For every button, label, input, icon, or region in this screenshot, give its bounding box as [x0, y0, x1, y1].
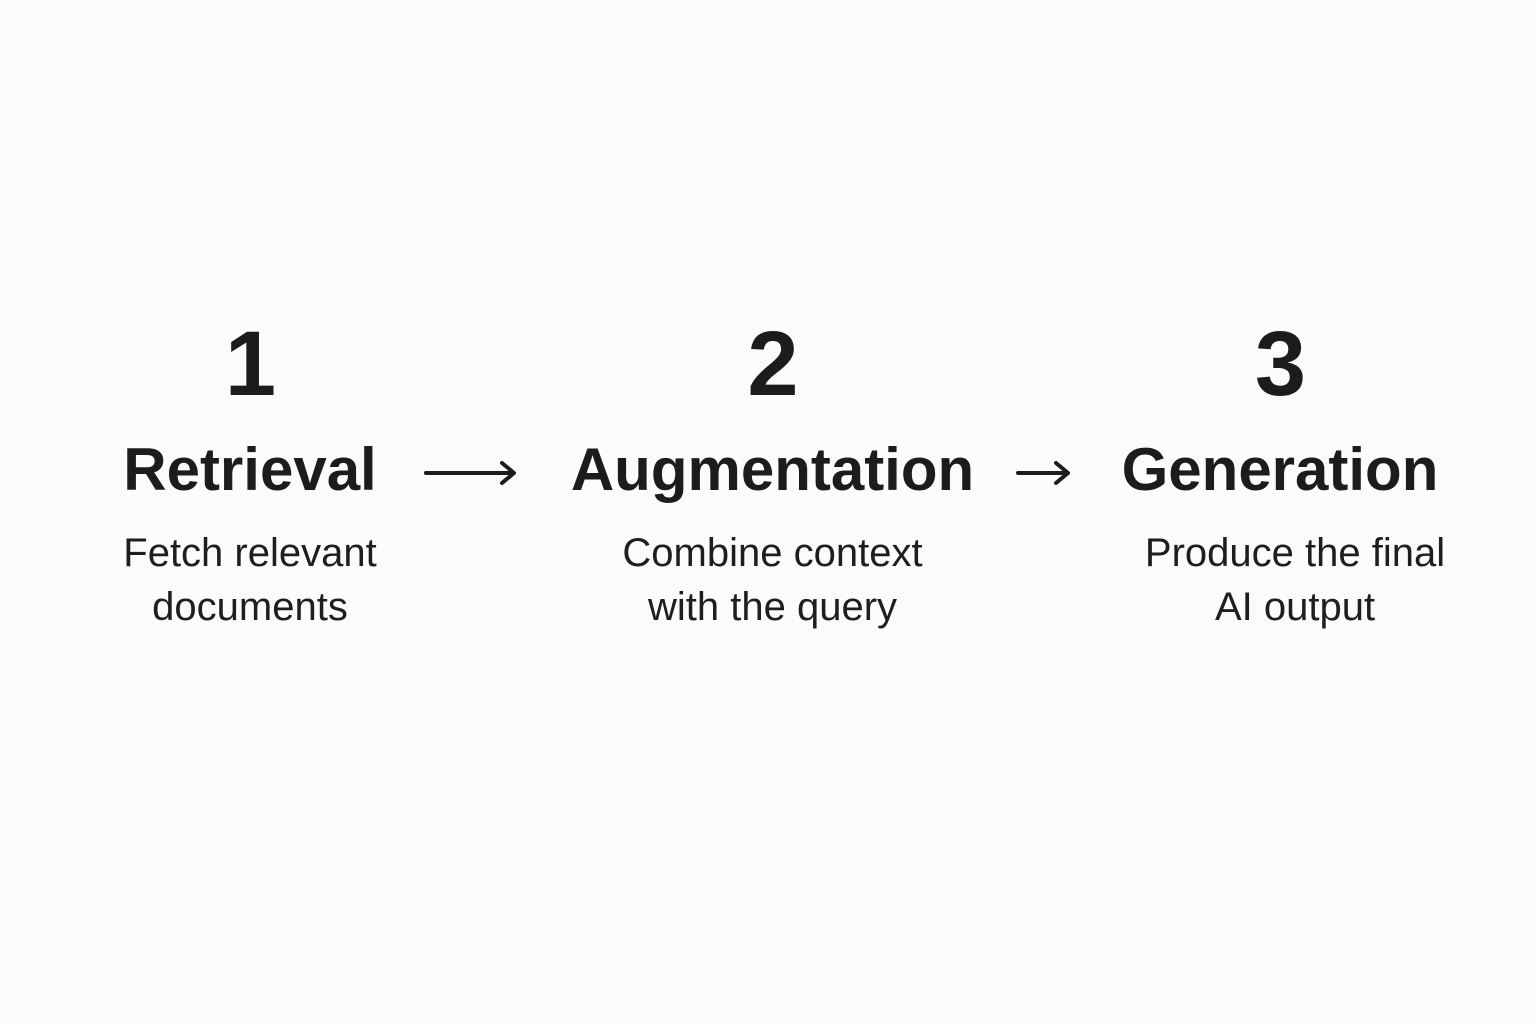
arrow-right-icon	[424, 458, 518, 488]
step-generation: 3 Generation Produce the final AI output	[1110, 318, 1480, 634]
step-description: Fetch relevant documents	[100, 526, 400, 634]
step-number: 2	[747, 313, 798, 415]
step-description-line: Produce the final	[1144, 531, 1446, 575]
arrow-right-icon	[1016, 458, 1072, 488]
step-description: Combine context with the query	[550, 526, 995, 634]
step-description: Produce the final AI output	[1110, 526, 1480, 634]
step-description-line: with the query	[647, 585, 898, 629]
step-description-line: Fetch relevant	[123, 531, 377, 575]
step-description-line: AI output	[1214, 585, 1376, 629]
step-number: 3	[1254, 313, 1306, 415]
step-title: Retrieval	[123, 436, 377, 503]
step-title: Augmentation	[570, 436, 975, 503]
step-title: Generation	[1121, 436, 1439, 503]
step-retrieval: 1 Retrieval Fetch relevant documents	[100, 318, 400, 634]
step-number: 1	[224, 313, 276, 415]
step-description-line: documents	[152, 585, 348, 629]
step-augmentation: 2 Augmentation Combine context with the …	[550, 318, 995, 634]
step-description-line: Combine context	[622, 531, 923, 575]
